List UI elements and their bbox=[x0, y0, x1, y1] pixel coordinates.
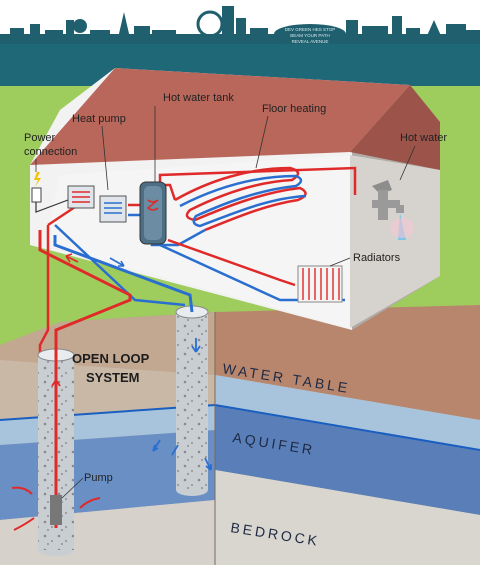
power-box bbox=[31, 172, 69, 213]
label-system-1: OPEN LOOP bbox=[72, 351, 150, 366]
label-power-2: connection bbox=[24, 146, 77, 158]
return-pipe bbox=[53, 235, 194, 313]
floor-heating-coil bbox=[174, 166, 307, 232]
label-floor-heating: Floor heating bbox=[262, 103, 326, 115]
hot-water-tank bbox=[139, 181, 167, 245]
roof bbox=[30, 68, 410, 165]
skyline-sign-line-3: REVEAL AVENUE bbox=[292, 39, 329, 44]
flow-arrows bbox=[11, 253, 212, 531]
skyline-sign-line-1: DEV GREEN HES STOP bbox=[285, 27, 335, 32]
label-heat-pump: Heat pump bbox=[72, 113, 126, 125]
radiator bbox=[297, 265, 343, 303]
label-hot-water: Hot water bbox=[400, 132, 447, 144]
label-hot-water-tank: Hot water tank bbox=[163, 92, 234, 104]
label-pump: Pump bbox=[84, 472, 113, 484]
city-skyline bbox=[0, 6, 480, 86]
hot-water-tap bbox=[372, 180, 414, 240]
supply-pipe bbox=[38, 230, 132, 345]
injection-well bbox=[175, 305, 209, 496]
heat-pump bbox=[67, 185, 127, 223]
skyline-sign-line-2: BEAM YOUR PATH bbox=[290, 33, 330, 38]
label-system-2: SYSTEM bbox=[86, 370, 139, 385]
label-radiators: Radiators bbox=[353, 252, 401, 264]
extraction-well bbox=[37, 345, 75, 556]
label-power-1: Power bbox=[24, 132, 56, 144]
